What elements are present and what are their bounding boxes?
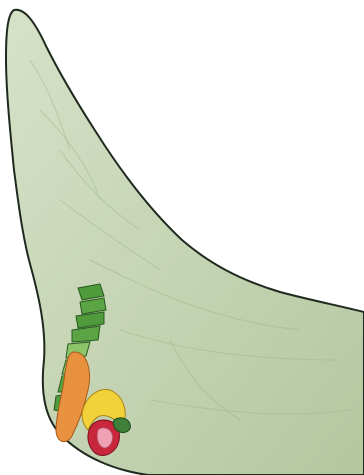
pink-zone bbox=[97, 428, 112, 448]
